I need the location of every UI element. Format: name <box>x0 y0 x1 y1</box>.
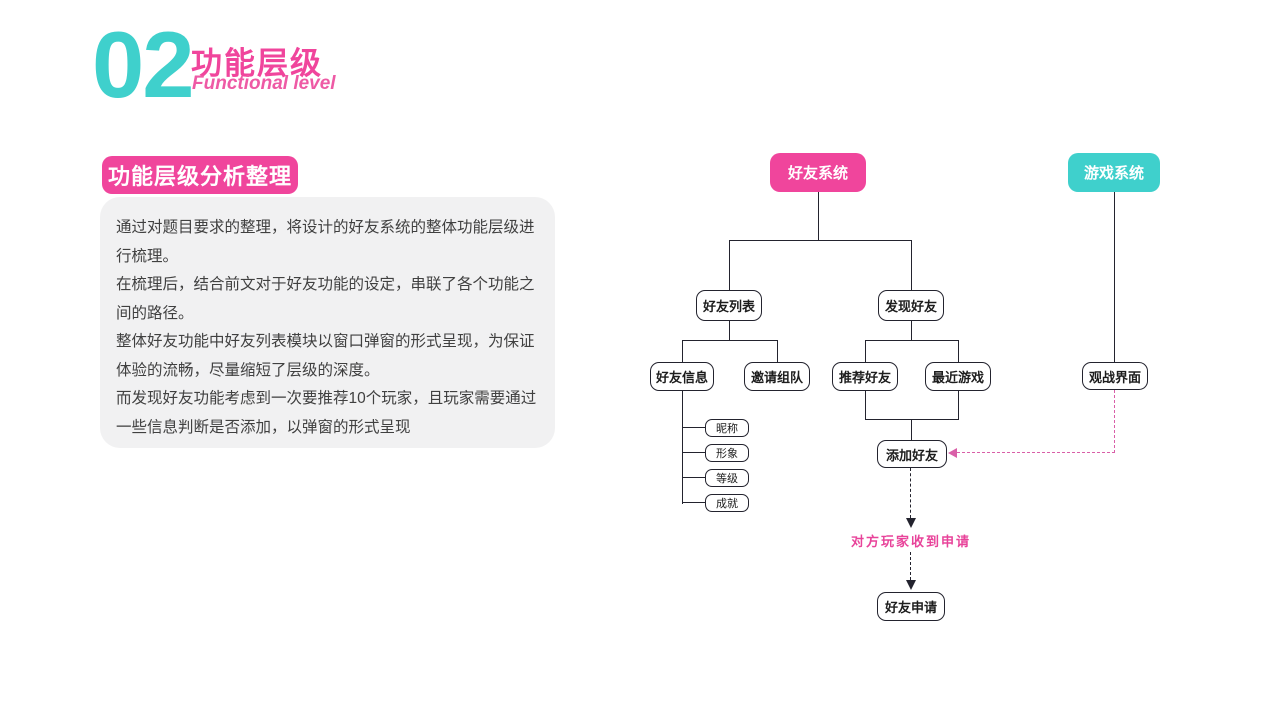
dashed-connector-pink <box>1114 390 1115 453</box>
description-paragraph: 而发现好友功能考虑到一次要推荐10个玩家，且玩家需要通过一些信息判断是否添加，以… <box>116 390 537 436</box>
description-paragraph: 整体好友功能中好友列表模块以窗口弹窗的形式呈现，为保证体验的流畅，尽量缩短了层级… <box>116 333 535 379</box>
flow-node-achievement: 成就 <box>705 494 749 512</box>
connector-line <box>911 321 913 340</box>
flow-node-friend-list: 好友列表 <box>696 290 762 321</box>
connector-line <box>682 340 777 342</box>
analysis-badge: 功能层级分析整理 <box>102 156 298 194</box>
connector-line <box>865 340 867 362</box>
flow-node-level: 等级 <box>705 469 749 487</box>
page-title: 功能层级 <box>191 46 323 81</box>
connector-line <box>958 340 960 362</box>
connector-line <box>682 427 705 429</box>
flow-node-friend-system: 好友系统 <box>770 153 866 192</box>
connector-line <box>865 340 959 342</box>
flow-annotation: 对方玩家收到申请 <box>850 534 971 549</box>
arrow-down-icon <box>906 580 916 590</box>
connector-line <box>729 240 731 290</box>
flow-node-game-system: 游戏系统 <box>1068 153 1160 192</box>
flow-node-spectate-ui: 观战界面 <box>1082 362 1148 390</box>
connector-line <box>682 391 684 504</box>
flow-node-add-friend: 添加好友 <box>877 440 947 468</box>
connector-line <box>777 340 779 362</box>
connector-line <box>729 321 731 340</box>
dashed-connector <box>910 468 911 518</box>
description-paragraph: 在梳理后，结合前文对于好友功能的设定，串联了各个功能之间的路径。 <box>116 276 535 322</box>
dashed-connector <box>910 552 911 580</box>
arrow-left-icon <box>948 448 957 458</box>
flow-node-invite-team: 邀请组队 <box>744 362 810 391</box>
flow-node-recent-games: 最近游戏 <box>925 362 991 391</box>
flow-node-friend-request: 好友申请 <box>877 592 945 621</box>
connector-line <box>682 340 684 362</box>
flow-node-discover-friends: 发现好友 <box>878 290 944 321</box>
connector-line <box>729 240 912 242</box>
section-number: 02 <box>92 12 195 117</box>
connector-line <box>911 240 913 290</box>
connector-line <box>682 502 705 504</box>
description-panel: 通过对题目要求的整理，将设计的好友系统的整体功能层级进行梳理。 在梳理后，结合前… <box>100 197 555 448</box>
arrow-down-icon <box>906 518 916 528</box>
connector-line <box>682 477 705 479</box>
connector-line <box>911 419 913 440</box>
flow-node-recommend-friends: 推荐好友 <box>832 362 898 391</box>
connector-line <box>958 391 960 419</box>
flow-node-friend-info: 好友信息 <box>650 362 714 391</box>
flow-node-nickname: 昵称 <box>705 419 749 437</box>
flow-node-appearance: 形象 <box>705 444 749 462</box>
connector-line <box>1114 192 1116 362</box>
connector-line <box>865 391 867 419</box>
description-paragraph: 通过对题目要求的整理，将设计的好友系统的整体功能层级进行梳理。 <box>116 219 535 265</box>
page-subtitle: Functional level <box>192 73 336 94</box>
connector-line <box>818 192 820 240</box>
dashed-connector-pink <box>957 452 1115 453</box>
connector-line <box>682 452 705 454</box>
